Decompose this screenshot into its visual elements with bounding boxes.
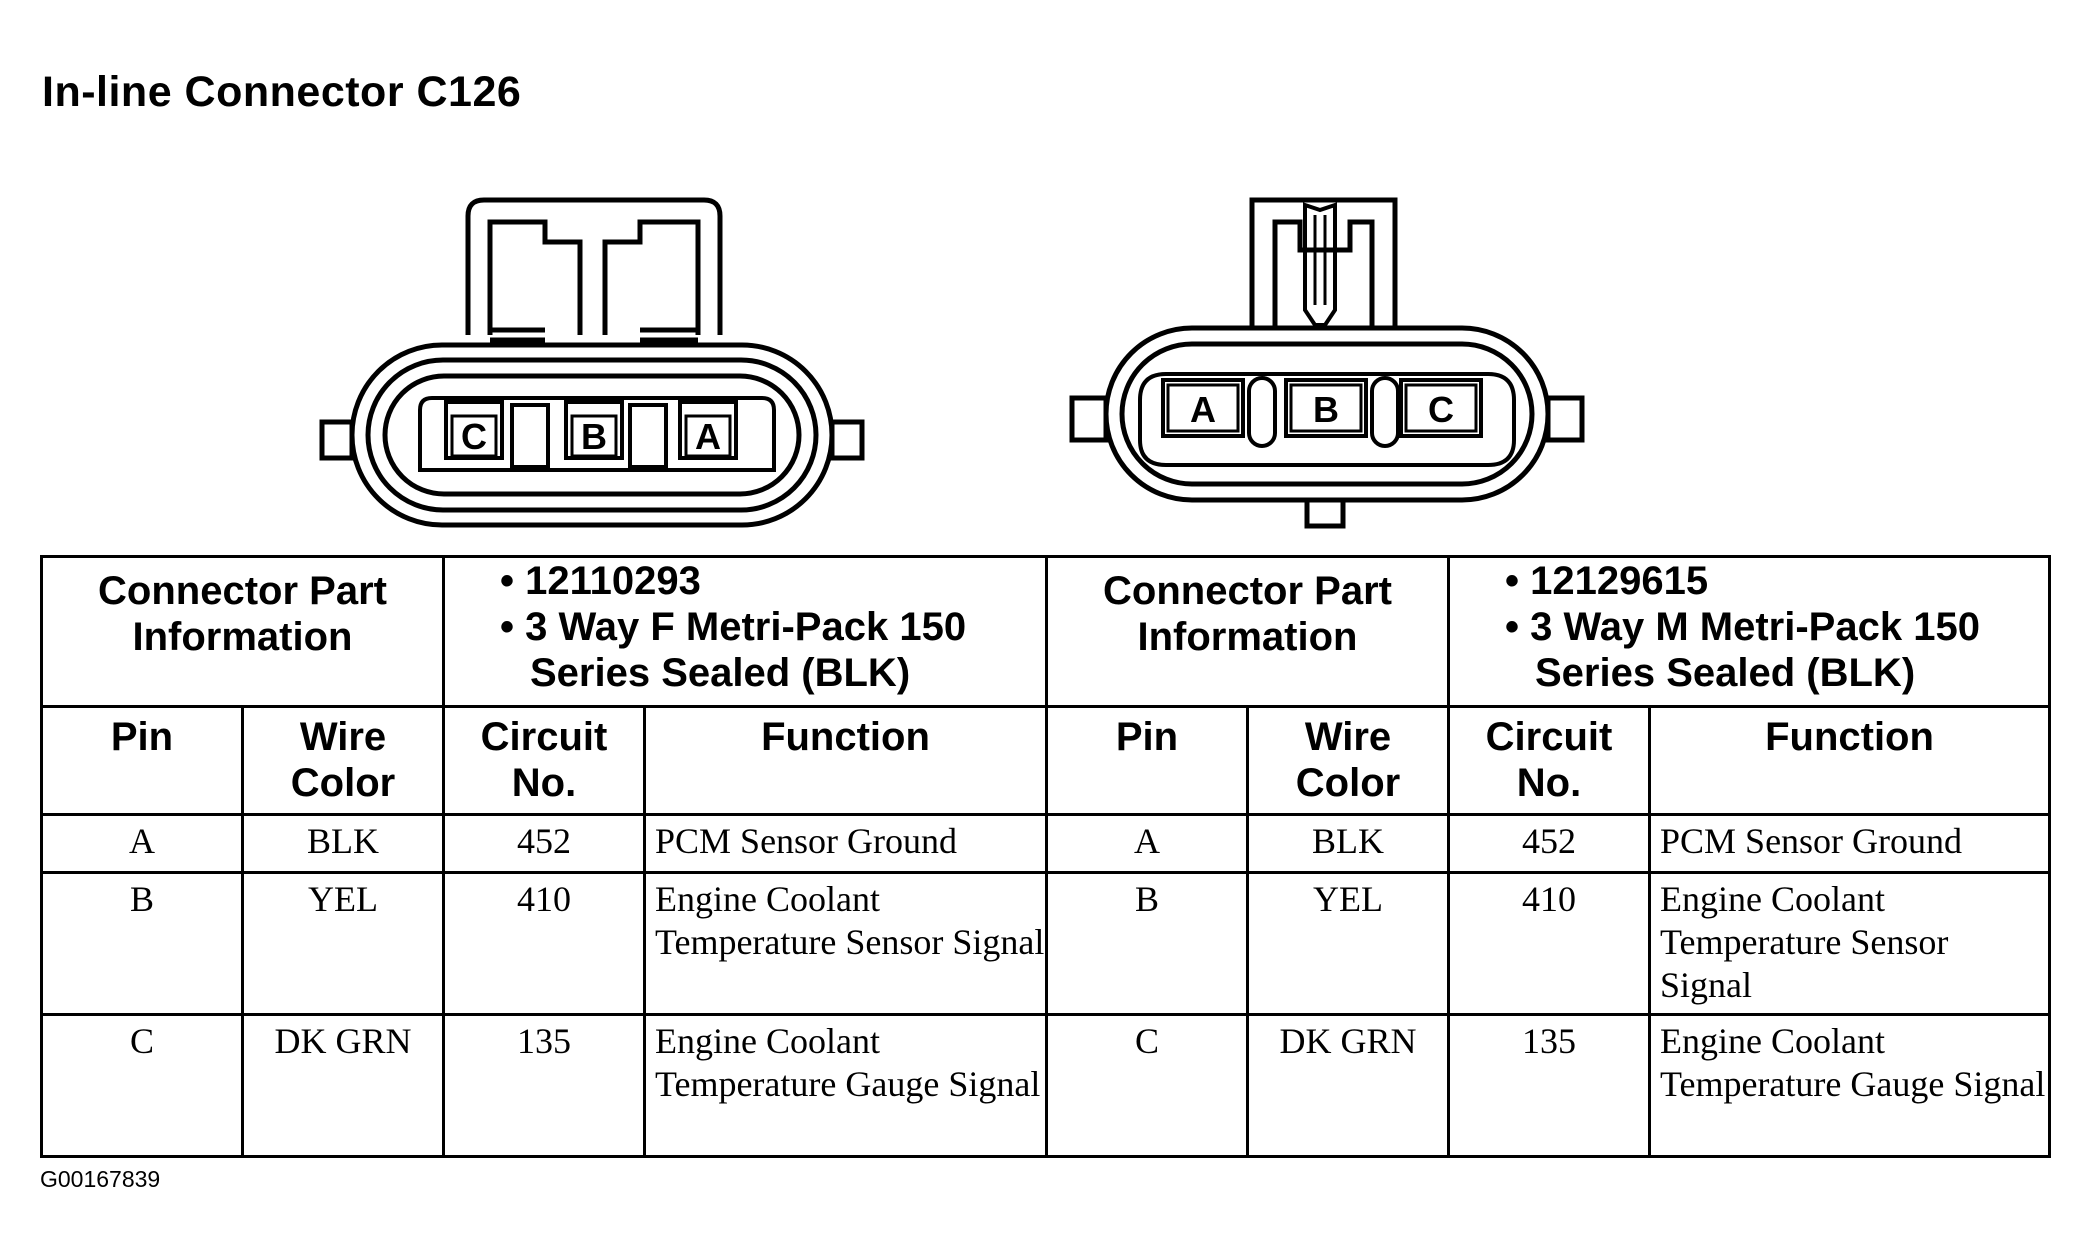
- wire-color-cell: BLK: [241, 813, 445, 874]
- circuit-cell: 452: [1447, 813, 1651, 874]
- circuit-cell: 410: [442, 871, 646, 1016]
- circuit-cell: 135: [1447, 1013, 1651, 1158]
- header-circuit: Circuit No.: [1447, 705, 1651, 816]
- part-info-male: • 12129615 • 3 Way M Metri-Pack 150 Seri…: [1446, 555, 2052, 708]
- function-cell: PCM Sensor Ground: [643, 813, 1048, 874]
- part-description-male: • 3 Way M Metri-Pack 150 Series Sealed (…: [1505, 605, 1980, 695]
- pin-cell: B: [40, 871, 244, 1016]
- header-function: Function: [1647, 705, 2052, 816]
- header-function: Function: [643, 705, 1048, 816]
- male-connector-drawing: [1069, 197, 1585, 529]
- cavity-label-a: A: [695, 416, 721, 457]
- function-cell: PCM Sensor Ground: [1647, 813, 2052, 874]
- function-cell: Engine Coolant Temperature Sensor Signal: [1647, 871, 2052, 1016]
- pin-cell: A: [1045, 813, 1249, 874]
- wire-color-cell: YEL: [1246, 871, 1450, 1016]
- circuit-cell: 410: [1447, 871, 1651, 1016]
- female-connector-drawing: [319, 197, 865, 528]
- cavity-label-c: C: [1428, 389, 1454, 430]
- page-title: In-line Connector C126: [42, 68, 522, 116]
- female-cavity-labels: C B A: [461, 416, 721, 457]
- circuit-cell: 135: [442, 1013, 646, 1158]
- part-info-female: • 12110293 • 3 Way F Metri-Pack 150 Seri…: [442, 555, 1048, 708]
- function-cell: Engine Coolant Temperature Gauge Signal: [1647, 1013, 2052, 1158]
- figure-code: G00167839: [40, 1166, 161, 1192]
- pinout-table: Connector Part Information • 12110293 • …: [40, 555, 2052, 1158]
- table-row: B YEL 410 Engine Coolant Temperature Sen…: [40, 871, 2052, 1016]
- male-cavity-labels: A B C: [1190, 389, 1454, 430]
- function-cell: Engine Coolant Temperature Sensor Signal: [643, 871, 1048, 1016]
- wire-color-cell: YEL: [241, 871, 445, 1016]
- pin-cell: C: [1045, 1013, 1249, 1158]
- circuit-cell: 452: [442, 813, 646, 874]
- header-pin: Pin: [40, 705, 244, 816]
- wire-color-cell: BLK: [1246, 813, 1450, 874]
- table-row: A BLK 452 PCM Sensor Ground A BLK 452 PC…: [40, 813, 2052, 874]
- pin-cell: A: [40, 813, 244, 874]
- header-row: Pin Wire Color Circuit No. Function Pin …: [40, 705, 2052, 816]
- header-pin: Pin: [1045, 705, 1249, 816]
- part-number-male: • 12129615: [1505, 559, 1709, 603]
- header-circuit: Circuit No.: [442, 705, 646, 816]
- wire-color-cell: DK GRN: [1246, 1013, 1450, 1158]
- pin-cell: C: [40, 1013, 244, 1158]
- table-row: C DK GRN 135 Engine Coolant Temperature …: [40, 1013, 2052, 1158]
- connector-diagrams: C B A A B C: [319, 197, 1585, 529]
- cavity-label-b: B: [581, 416, 607, 457]
- function-cell: Engine Coolant Temperature Gauge Signal: [643, 1013, 1048, 1158]
- header-wire-color: Wire Color: [241, 705, 445, 816]
- cavity-label-a: A: [1190, 389, 1216, 430]
- part-info-row: Connector Part Information • 12110293 • …: [40, 555, 2052, 708]
- pin-cell: B: [1045, 871, 1249, 1016]
- part-number-female: • 12110293: [500, 559, 701, 603]
- header-wire-color: Wire Color: [1246, 705, 1450, 816]
- part-description-female: • 3 Way F Metri-Pack 150 Series Sealed (…: [500, 605, 967, 695]
- cavity-label-c: C: [461, 416, 487, 457]
- cavity-label-b: B: [1313, 389, 1339, 430]
- wire-color-cell: DK GRN: [241, 1013, 445, 1158]
- part-label-female: Connector Part Information: [40, 555, 445, 708]
- part-label-male: Connector Part Information: [1045, 555, 1450, 708]
